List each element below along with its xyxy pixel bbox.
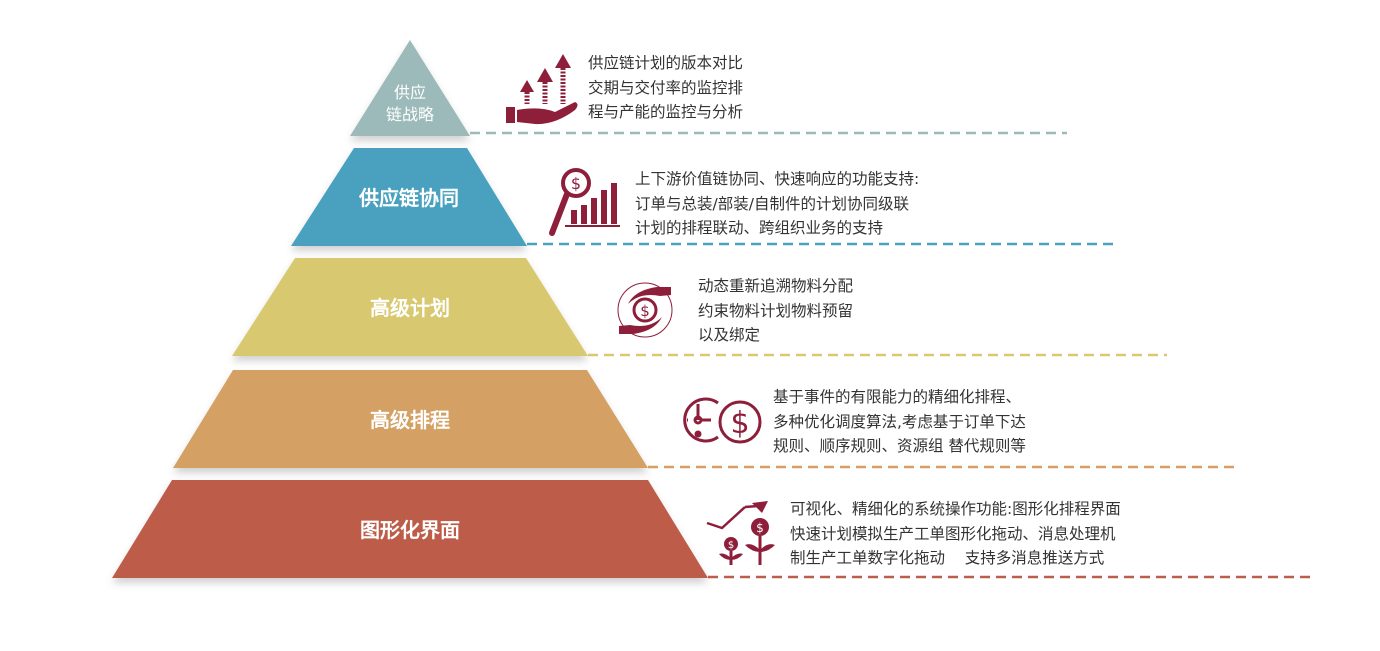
description-line: 计划的排程联动、跨组织业务的支持	[635, 219, 884, 237]
description-line: 制生产工单数字化拖动 支持多消息推送方式	[790, 549, 1105, 567]
description-line: 规则、顺序规则、资源组 替代规则等	[773, 437, 1026, 455]
hands-exchange-coin-icon: $	[617, 282, 673, 338]
tier-2-description: 上下游价值链协同、快速响应的功能支持: 订单与总装/部装/自制件的计划协同级联计划…	[635, 167, 919, 241]
svg-text:$: $	[728, 540, 734, 551]
description-line: 交期与交付率的监控排	[588, 78, 744, 97]
description-line: 上下游价值链协同、快速响应的功能支持:	[635, 170, 920, 188]
description-line: 多种优化调度算法,考虑基于订单下达	[773, 412, 1026, 431]
description-line: 以及绑定	[698, 326, 761, 344]
tier-5-description: 可视化、精细化的系统操作功能:图形化排程界面快速计划模拟生产工单图形化拖动、消息…	[790, 497, 1121, 571]
hand-rising-arrows-icon	[506, 54, 578, 125]
magnifier-dollar-chart-icon: $	[549, 168, 620, 236]
tier-3-label: 高级计划	[370, 296, 450, 320]
tier-1-label-line-2: 链战略	[385, 105, 435, 124]
tier-4-shape	[173, 370, 648, 468]
tier-5-shape	[112, 480, 708, 578]
description-line: 约束物料计划物料预留	[698, 301, 854, 320]
tier-1-label: 供应链战略	[386, 82, 434, 126]
description-line: 动态重新追溯物料分配	[698, 277, 854, 295]
description-line: 快速计划模拟生产工单图形化拖动、消息处理机	[790, 524, 1116, 543]
tier-2-shape	[291, 148, 527, 246]
svg-text:$: $	[640, 302, 650, 320]
description-line: 可视化、精细化的系统操作功能:图形化排程界面	[790, 500, 1121, 518]
tier-4-label: 高级排程	[370, 408, 450, 432]
description-line: 供应链计划的版本对比	[588, 54, 744, 72]
money-plant-growth-icon: $ $	[706, 501, 775, 565]
svg-text:$: $	[571, 174, 581, 193]
description-line: 程与产能的监控与分析	[588, 103, 744, 121]
tier-1-label-line-1: 供应	[393, 83, 427, 102]
description-line: 订单与总装/部装/自制件的计划协同级联	[635, 194, 909, 213]
description-line: 基于事件的有限能力的精细化排程、	[773, 388, 1022, 406]
tier-1-shape	[350, 40, 470, 136]
svg-text:$: $	[756, 521, 764, 535]
svg-text:$: $	[730, 406, 749, 441]
tier-4-description: 基于事件的有限能力的精细化排程、多种优化调度算法,考虑基于订单下达规则、顺序规则…	[773, 385, 1026, 459]
tier-3-description: 动态重新追溯物料分配约束物料计划物料预留以及绑定	[698, 274, 853, 348]
tier-1-description: 供应链计划的版本对比交期与交付率的监控排程与产能的监控与分析	[588, 51, 743, 125]
clock-dollar-icon: $	[683, 397, 762, 444]
tier-3-shape	[232, 258, 588, 356]
tier-5-label: 图形化界面	[360, 518, 460, 542]
tier-2-label: 供应链协同	[359, 186, 459, 210]
